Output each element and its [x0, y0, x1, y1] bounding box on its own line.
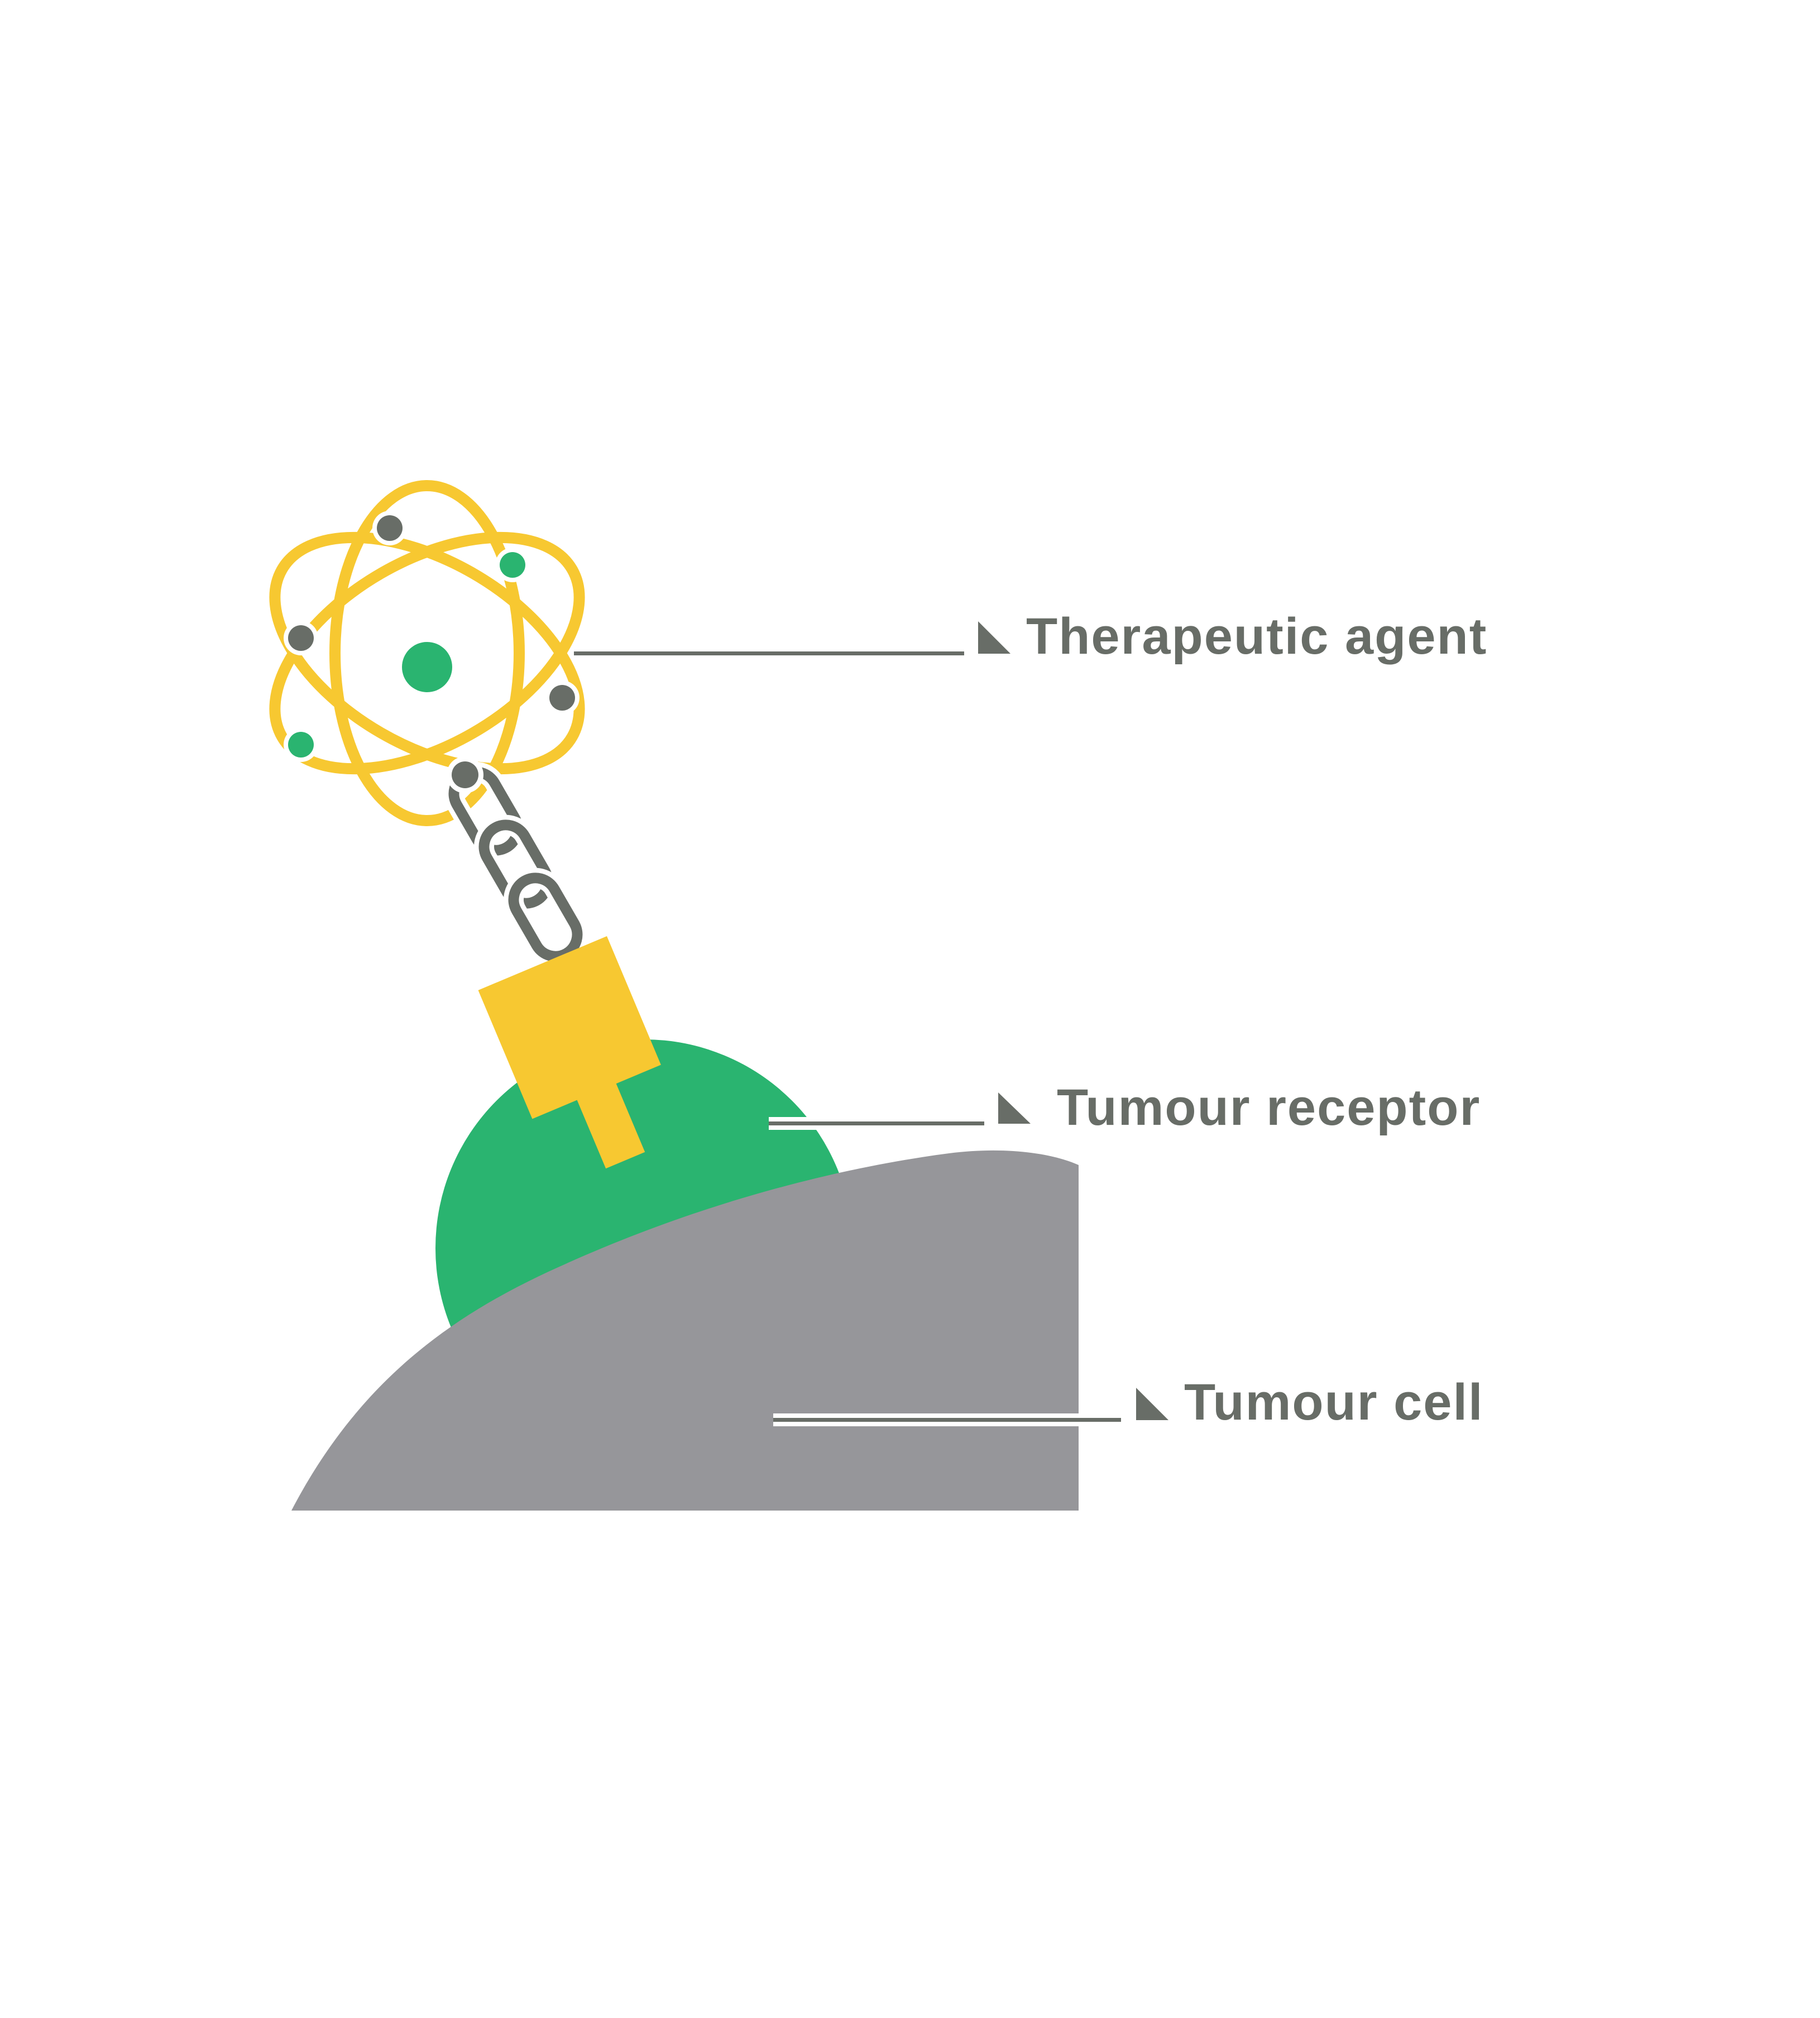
- leader-line: [769, 1121, 984, 1125]
- atom-orbit-right: [269, 531, 585, 775]
- lower-left-triangle-marker: [978, 621, 1010, 654]
- therapeutic-agent-leader: [574, 647, 964, 660]
- atom-orbit-left: [269, 531, 585, 775]
- electron-chain-anchor: [452, 761, 478, 788]
- leader-line: [574, 651, 964, 655]
- chain-link: [478, 819, 553, 909]
- therapeutic-agent-label: Therapeutic agent: [1026, 608, 1487, 665]
- atom-nucleus: [402, 642, 452, 692]
- electron-green: [288, 732, 314, 758]
- leader-line: [773, 1418, 1121, 1422]
- tumour-cell-label: Tumour cell: [1184, 1374, 1484, 1431]
- tumour-receptor-label: Tumour receptor: [1057, 1079, 1481, 1136]
- lower-left-triangle-marker: [998, 1092, 1031, 1124]
- atom-orbits: [269, 480, 585, 826]
- electron-green: [500, 552, 525, 578]
- atom-icon: [269, 480, 585, 826]
- labels: Therapeutic agent Tumour receptor Tumour…: [978, 608, 1487, 1431]
- atom-electrons: [284, 511, 579, 793]
- plug-connector-icon: [478, 936, 661, 1169]
- plug-body: [478, 936, 661, 1119]
- chain-links-icon: [444, 761, 587, 967]
- electron-gray: [377, 515, 403, 541]
- atom-orbit-vertical: [329, 480, 525, 826]
- tumour-cell-leader: [773, 1413, 1121, 1426]
- lower-left-triangle-marker: [1136, 1388, 1168, 1420]
- tumour-receptor-leader: [769, 1117, 984, 1130]
- electron-gray: [549, 685, 575, 711]
- chain-link: [508, 873, 583, 962]
- electron-gray: [288, 625, 314, 651]
- plug-pin: [571, 1070, 645, 1169]
